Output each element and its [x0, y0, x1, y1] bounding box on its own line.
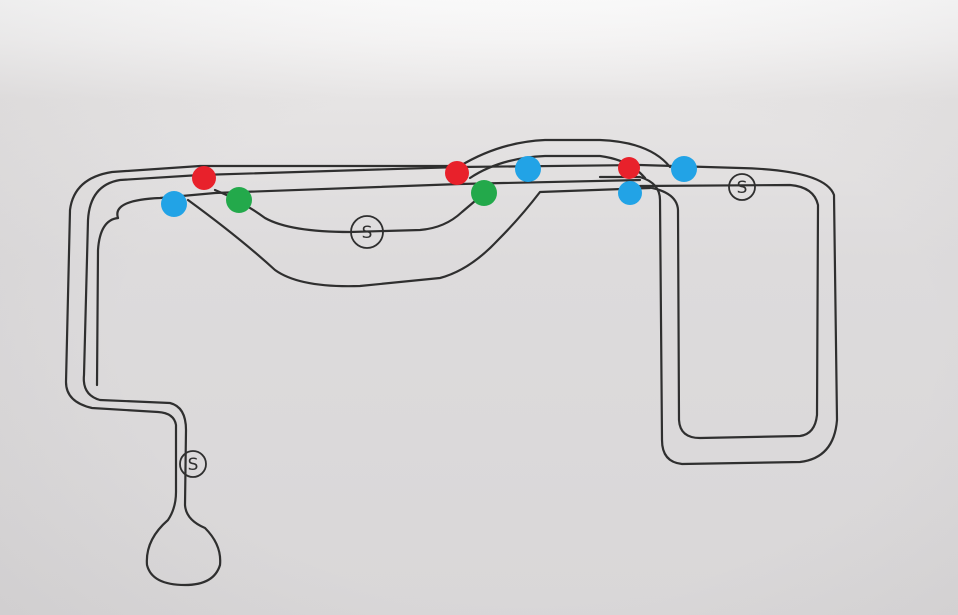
sensor-lower-left: S — [179, 450, 207, 478]
sensor-middle: S — [350, 215, 384, 249]
blue-marker — [618, 181, 642, 205]
blue-marker — [161, 191, 187, 217]
inner-left-vertical — [95, 216, 120, 387]
red-marker — [192, 166, 216, 190]
blue-marker — [671, 156, 697, 182]
green-marker — [226, 187, 252, 213]
sensor-lower-left-label: S — [188, 455, 199, 475]
outer-rail-top — [198, 163, 839, 466]
middle-siding-lower — [186, 186, 652, 288]
inner-rail-left — [116, 178, 642, 220]
upper-bypass — [458, 138, 672, 169]
sensor-middle-label: S — [362, 223, 373, 243]
right-loop-inner — [638, 183, 820, 440]
red-marker — [445, 161, 469, 185]
red-marker — [618, 157, 640, 179]
green-marker — [471, 180, 497, 206]
sensor-right: S — [728, 173, 756, 201]
sensor-right-label: S — [737, 178, 748, 198]
outer-rail-main — [64, 164, 462, 587]
blue-marker — [515, 156, 541, 182]
